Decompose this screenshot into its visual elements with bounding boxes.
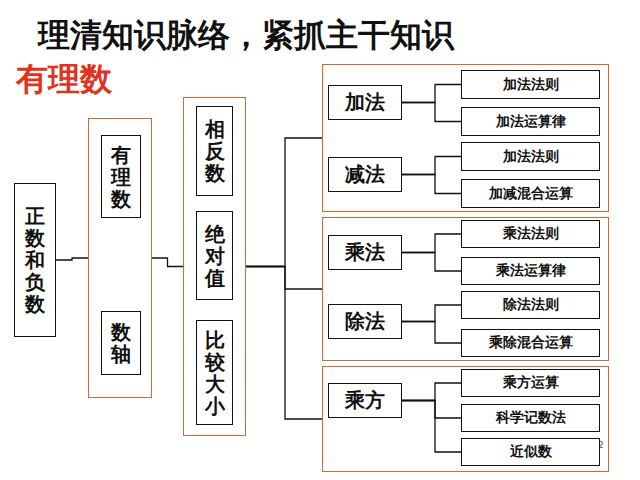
- connector: [402, 103, 461, 122]
- node-text: 相反数: [205, 118, 225, 184]
- node-text: 乘法: [345, 239, 385, 266]
- node-text: 科学记数法: [496, 409, 566, 427]
- topic-box: 加法法则: [461, 142, 600, 171]
- node-text: 加法运算律: [496, 113, 566, 131]
- topic-box: 加法运算律: [461, 107, 600, 136]
- node-text: 有理数: [111, 144, 131, 210]
- connector: [402, 401, 461, 419]
- node-text: 减法: [345, 161, 385, 188]
- node-text: 加法法则: [503, 76, 559, 94]
- concept-box: 绝对值: [196, 211, 233, 300]
- connector: [246, 267, 322, 290]
- group-frame: 乘法 乘法法则乘法运算律除法 除法法则乘除混合运算: [322, 217, 609, 361]
- concept-box: 有理数: [101, 135, 141, 218]
- node-text: 加减混合运算: [489, 185, 573, 203]
- operation-box: 乘方: [328, 383, 402, 418]
- connector: [402, 322, 461, 344]
- node-text: 乘方运算: [503, 374, 559, 392]
- topic-box: 乘除混合运算: [461, 329, 600, 357]
- group-frame: 有理数数轴: [88, 118, 152, 398]
- connector: [56, 258, 88, 260]
- connector: [402, 157, 461, 175]
- topic-box: 乘方运算: [461, 369, 600, 397]
- connector: [402, 305, 461, 322]
- connector: [402, 234, 461, 253]
- concept-box: 正数和负数: [14, 183, 56, 337]
- node-text: 乘法运算律: [496, 262, 566, 280]
- connector: [152, 258, 183, 267]
- topic-box: 除法法则: [461, 291, 600, 319]
- node-text: 数轴: [111, 321, 131, 365]
- group-frame: 相反数绝对值比较大小: [183, 97, 246, 436]
- connector: [402, 85, 461, 103]
- connector: [402, 401, 461, 453]
- connector: [246, 267, 322, 420]
- node-text: 绝对值: [205, 223, 225, 289]
- node-text: 加法法则: [503, 148, 559, 166]
- node-text: 除法法则: [503, 296, 559, 314]
- topic-box: 加法法则: [461, 70, 600, 99]
- topic-box: 加减混合运算: [461, 179, 600, 208]
- topic-box: 乘法法则: [461, 220, 600, 248]
- group-frame: 乘方 乘方运算科学记数法近似数: [322, 366, 609, 472]
- operation-box: 减法: [328, 157, 402, 192]
- node-text: 正数和负数: [25, 205, 45, 315]
- node-text: 乘方: [345, 387, 385, 414]
- node-text: 近似数: [510, 443, 552, 461]
- operation-box: 乘法: [328, 235, 402, 270]
- concept-box: 相反数: [196, 106, 233, 196]
- operation-box: 加法: [328, 85, 402, 120]
- node-text: 乘除混合运算: [489, 334, 573, 352]
- topic-box: 科学记数法: [461, 404, 600, 432]
- node-text: 除法: [345, 308, 385, 335]
- concept-box: 数轴: [101, 311, 141, 375]
- connector: [402, 253, 461, 272]
- connector: [246, 138, 322, 267]
- connector: [402, 175, 461, 194]
- group-frame: 加法加法法则加法运算律减法加法法则加减混合运算: [322, 64, 609, 212]
- subject-label: 有理数: [16, 58, 112, 102]
- topic-box: 近似数: [461, 438, 600, 466]
- concept-box: 比较大小: [196, 320, 233, 425]
- node-text: 乘法法则: [503, 225, 559, 243]
- operation-box: 除法: [328, 304, 402, 339]
- topic-box: 乘法运算律: [461, 257, 600, 285]
- connector: [402, 383, 461, 401]
- slide-title: 理清知识脉络，紧抓主干知识: [38, 14, 454, 58]
- node-text: 比较大小: [205, 329, 225, 417]
- node-text: 加法: [345, 89, 385, 116]
